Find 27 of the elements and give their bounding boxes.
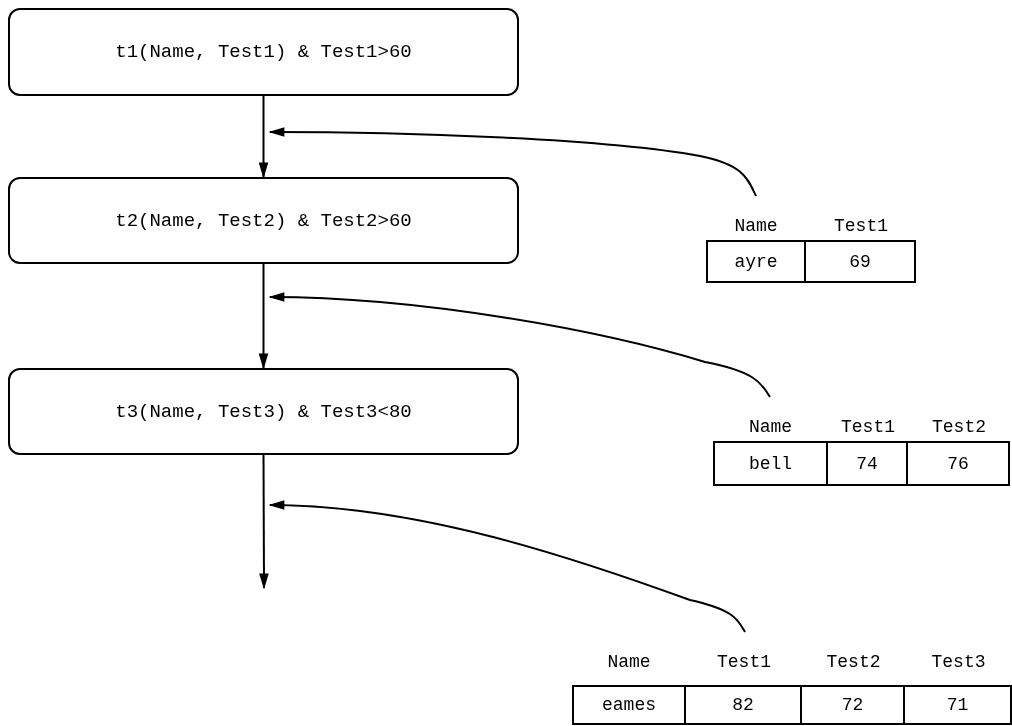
arrow [258, 263, 269, 370]
column-header: Test1 [833, 215, 889, 238]
table-cell: 69 [804, 240, 916, 283]
arrow [268, 127, 757, 197]
column-header: Name [733, 215, 779, 238]
column-header: Name [747, 416, 794, 439]
table-cell: 76 [906, 441, 1010, 486]
arrow [268, 500, 746, 633]
table-cell: ayre [706, 240, 806, 283]
table-cell: eames [572, 685, 686, 725]
table-cell: bell [713, 441, 828, 486]
column-header: Test1 [716, 651, 772, 674]
rule-text: t3(Name, Test3) & Test3<80 [115, 400, 412, 423]
arrow [268, 292, 771, 398]
table-cell: 82 [684, 685, 802, 725]
column-header: Test3 [930, 651, 987, 674]
column-header: Name [606, 651, 652, 674]
arrow [259, 454, 269, 590]
table-cell: 72 [800, 685, 905, 725]
table-cell: 71 [903, 685, 1012, 725]
table-cell: 74 [826, 441, 908, 486]
column-header: Test2 [931, 416, 987, 439]
column-header: Test1 [840, 416, 896, 439]
arrow [258, 95, 269, 179]
rule-text: t1(Name, Test1) & Test1>60 [115, 41, 412, 63]
column-header: Test2 [825, 651, 882, 674]
rule-text: t2(Name, Test2) & Test2>60 [115, 209, 412, 232]
